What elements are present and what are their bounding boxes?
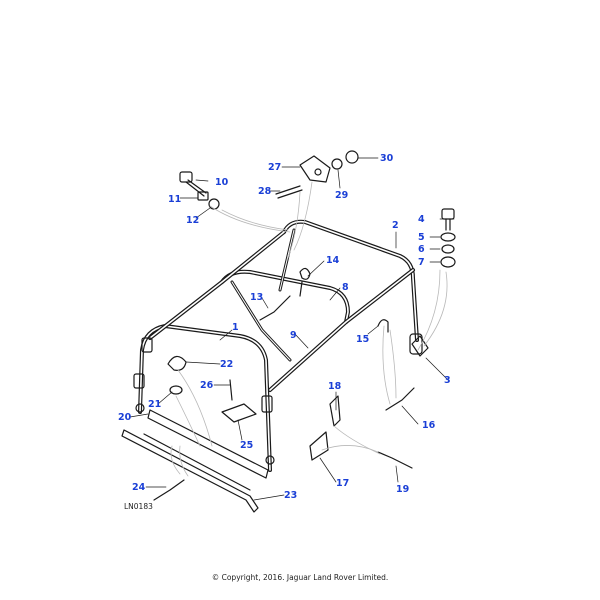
callout-20: 20 [118,412,132,423]
washer-29 [331,158,343,170]
front-right-foot-bracket [261,395,273,413]
rivet-13 [259,295,291,321]
callout-29: 29 [335,190,348,201]
hood-frame-assembly [121,150,456,513]
front-left-foot-bracket [133,373,145,389]
callout-1: 1 [232,322,239,333]
callout-17: 17 [336,478,349,489]
nut-7 [440,256,456,268]
front-right-foot-cap [265,455,275,465]
rear-right-foot [409,333,423,355]
diagram-reference: LN0183 [124,502,153,511]
loop-22 [167,355,187,371]
callout-5: 5 [418,232,425,243]
washer-6 [441,244,455,254]
rivet-19 [377,451,413,469]
callout-30: 30 [380,153,394,164]
callout-14: 14 [326,255,340,266]
callout-18: 18 [328,381,342,392]
front-left-foot-cap [135,403,145,413]
bracket-18 [329,395,341,427]
callout-4: 4 [418,214,425,225]
callout-25: 25 [240,440,253,451]
rivet-16 [385,387,415,411]
nut-12 [208,198,220,210]
callout-24: 24 [132,482,146,493]
washer-11 [197,191,209,201]
clip-15 [377,319,389,333]
callout-22: 22 [220,359,233,370]
washer-21 [169,385,183,395]
callout-26: 26 [200,380,214,391]
callout-27: 27 [268,162,281,173]
nut-30 [345,150,359,164]
bracket-17 [309,431,329,461]
callout-10: 10 [215,177,229,188]
front-left-hinge [141,337,153,353]
callout-12: 12 [186,215,199,226]
callout-9: 9 [290,330,297,341]
callout-28: 28 [258,186,272,197]
callout-labels: 1245678910111213141516171819202122232425… [118,153,451,501]
rivet-24 [153,479,185,501]
callout-21: 21 [148,399,161,410]
hood-retaining-rail [121,429,259,513]
bolt-28 [275,185,303,199]
hood-side-rail-strip [147,409,269,479]
callout-3: 3 [444,375,451,386]
callout-8: 8 [342,282,349,293]
stud-26 [229,379,233,401]
washer-5 [440,232,456,242]
callout-23: 23 [284,490,297,501]
hinge-27 [299,155,331,183]
bolt-4 [441,208,455,231]
callout-leaders [129,157,455,501]
callout-6: 6 [418,244,425,255]
bracket-3 [411,335,429,357]
leader-lines [170,181,448,477]
bracket-25 [221,403,257,423]
callout-2: 2 [392,220,399,231]
callout-11: 11 [168,194,181,205]
bolt-10 [179,171,207,197]
copyright-notice: © Copyright, 2016. Jaguar Land Rover Lim… [211,573,389,582]
callout-16: 16 [422,420,436,431]
callout-13: 13 [250,292,263,303]
callout-7: 7 [418,257,425,268]
callout-19: 19 [396,484,409,495]
callout-15: 15 [356,334,369,345]
